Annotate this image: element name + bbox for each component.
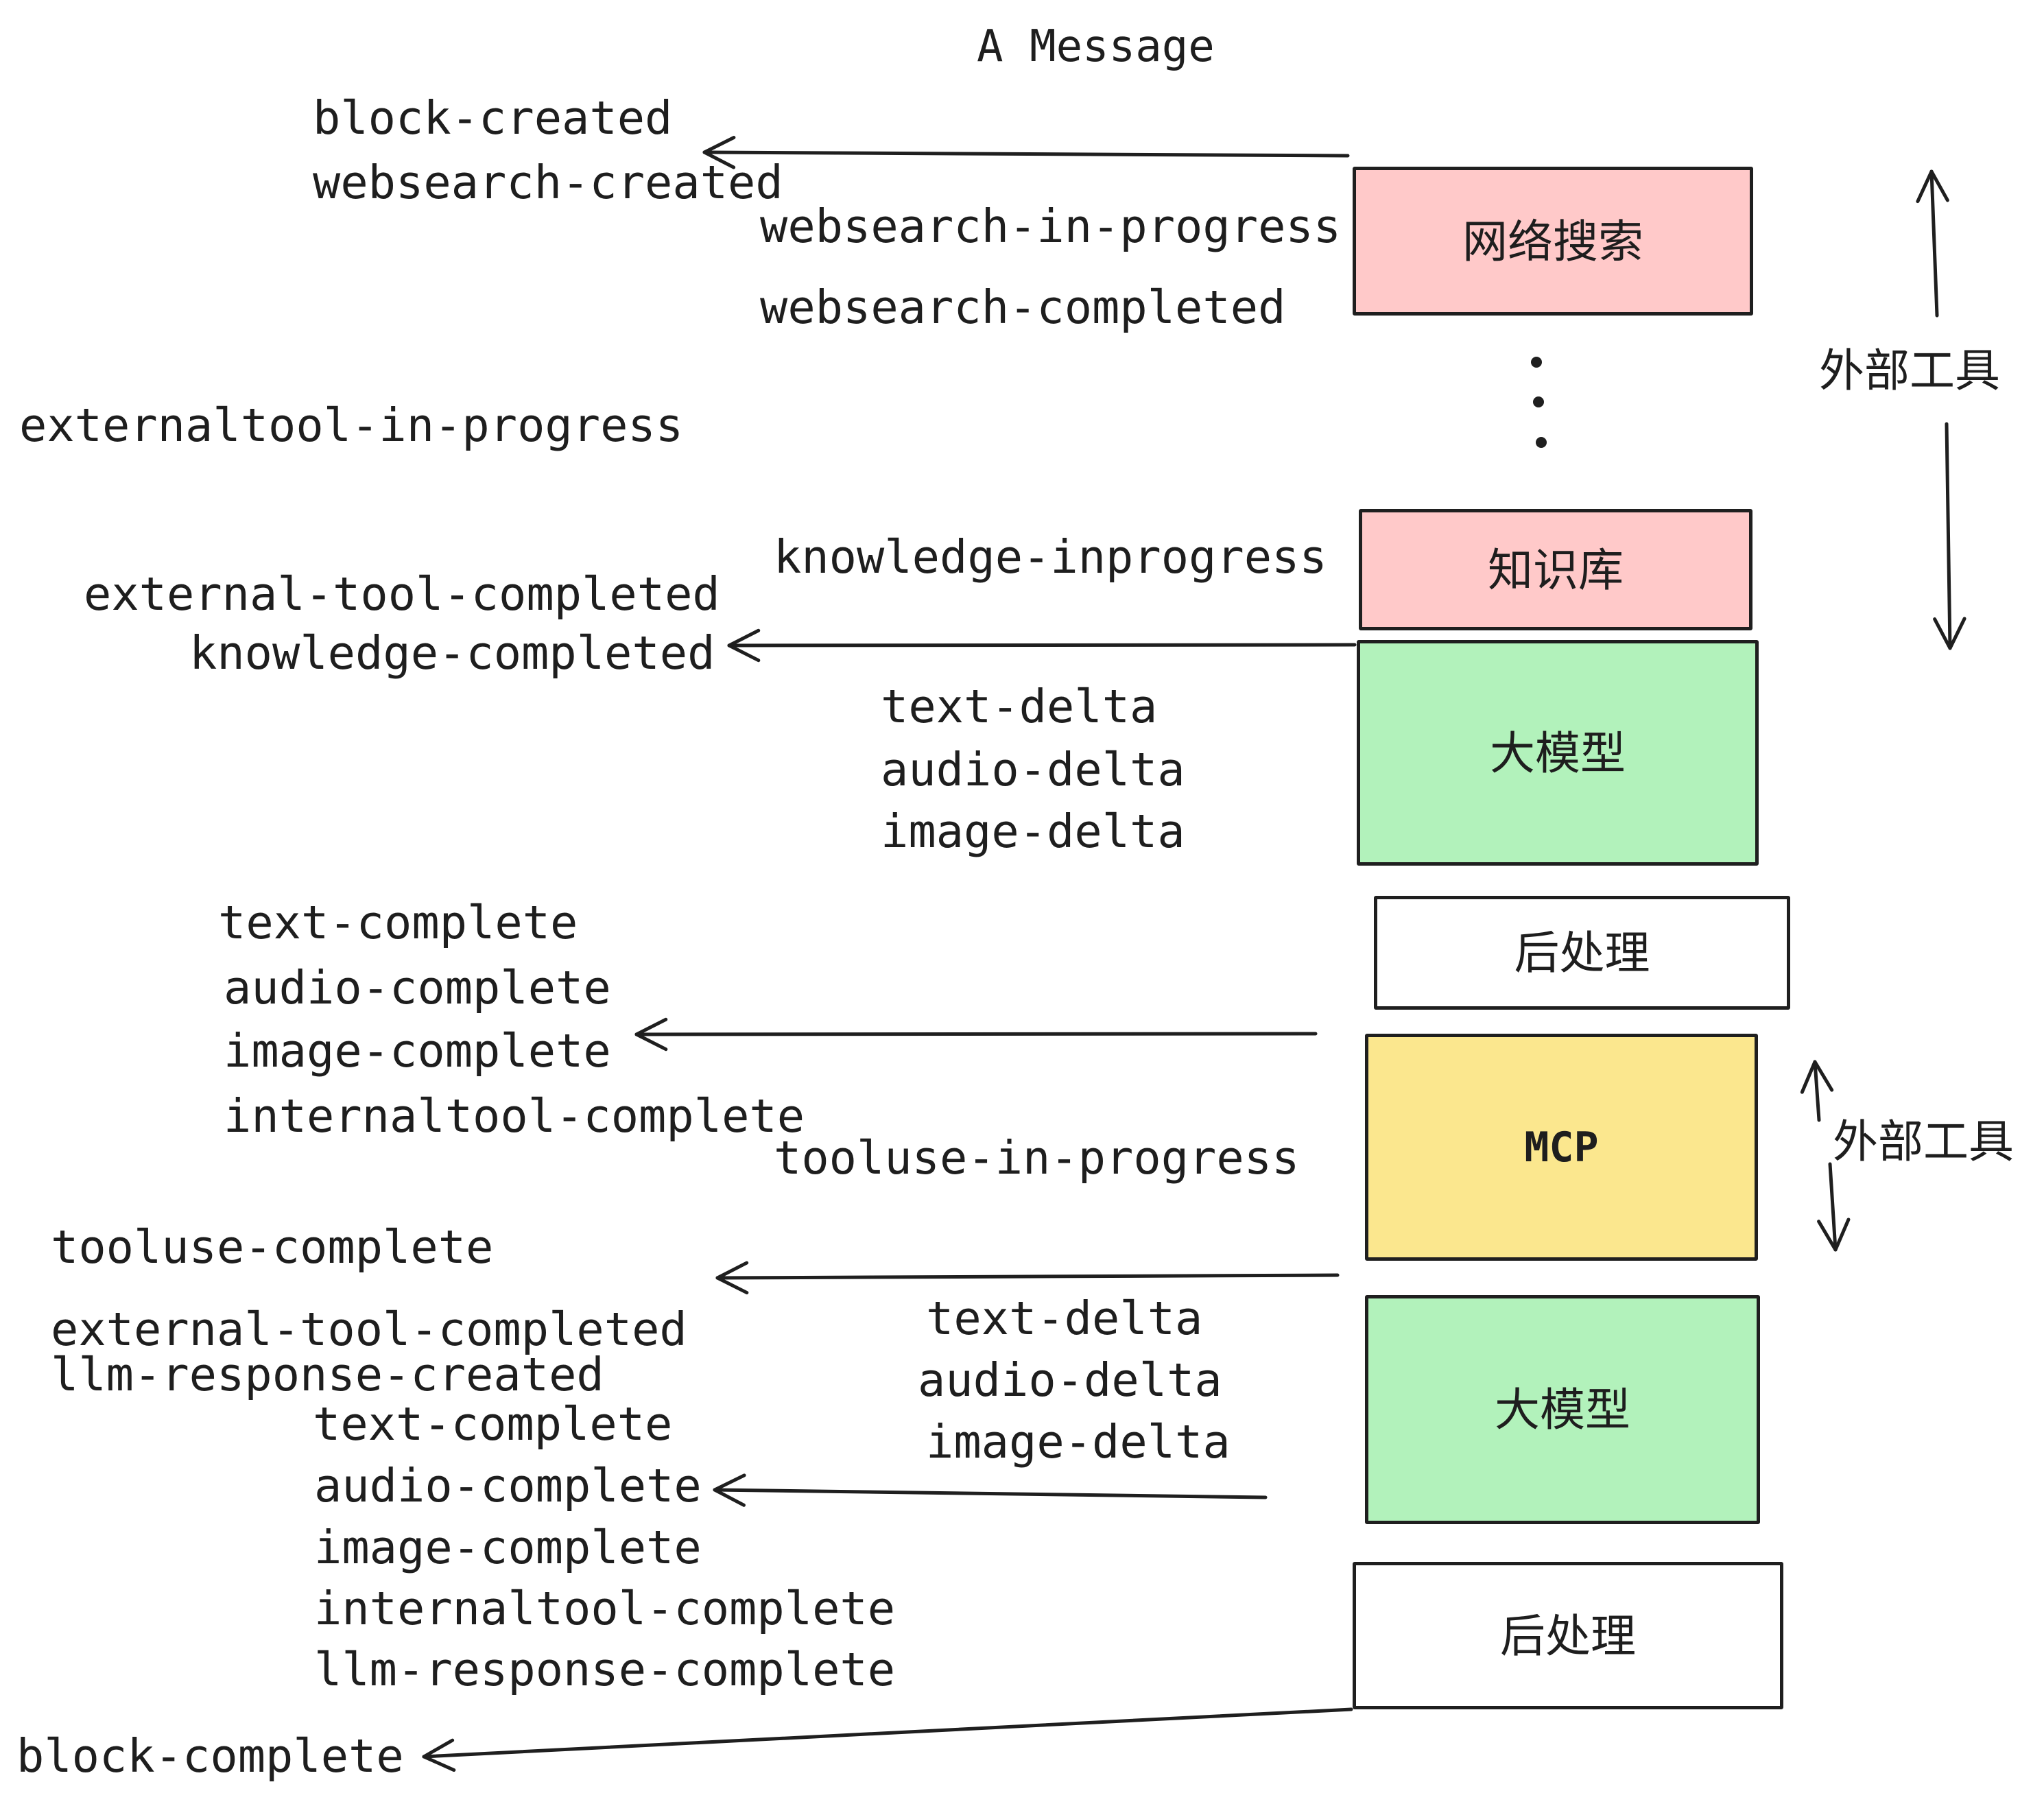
event-knowledge-inprogress: knowledge-inprogress (774, 530, 1327, 584)
event-internaltool-complete-1: internaltool-complete (224, 1089, 805, 1143)
arrow-to-audio-complete-2 (713, 1473, 1268, 1507)
event-external-tool-completed-2: external-tool-completed (51, 1303, 687, 1356)
box-llm-2-label: 大模型 (1495, 1384, 1630, 1435)
event-text-delta-1: text-delta (881, 680, 1158, 733)
ellipsis-dot-1 (1531, 357, 1542, 368)
event-llm-response-complete: llm-response-complete (314, 1643, 896, 1696)
arrow-to-block-complete (422, 1707, 1353, 1772)
arrow-external-tools-down-1 (1933, 422, 1966, 650)
event-websearch-created: websearch-created (313, 156, 783, 209)
event-external-tool-completed-1: external-tool-completed (84, 567, 720, 621)
arrow-external-tools-up-1 (1916, 169, 1949, 318)
event-image-complete-1: image-complete (224, 1024, 611, 1078)
box-post-1-label: 后处理 (1514, 927, 1650, 978)
side-label-external-tools-1: 外部工具 (1819, 345, 2000, 396)
event-audio-delta-2: audio-delta (918, 1353, 1222, 1407)
arrow-to-tooluse-complete (715, 1261, 1340, 1295)
arrow-to-image-complete (634, 1017, 1318, 1052)
event-block-complete: block-complete (16, 1729, 404, 1783)
event-image-complete-2: image-complete (314, 1521, 702, 1574)
box-llm-1-label: 大模型 (1490, 727, 1626, 779)
event-text-delta-2: text-delta (926, 1292, 1203, 1345)
event-image-delta-2: image-delta (926, 1415, 1231, 1469)
event-text-complete-2: text-complete (313, 1397, 673, 1451)
arrow-to-knowledge-completed (727, 628, 1357, 663)
box-websearch-label: 网络搜索 (1462, 215, 1643, 267)
ellipsis-dot-3 (1536, 437, 1547, 448)
event-audio-complete-2: audio-complete (314, 1459, 702, 1512)
event-audio-delta-1: audio-delta (881, 743, 1185, 796)
side-label-external-tools-2: 外部工具 (1833, 1116, 2014, 1167)
event-text-complete-1: text-complete (218, 896, 578, 949)
box-mcp-label: MCP (1524, 1123, 1599, 1172)
event-internaltool-complete-2: internaltool-complete (314, 1582, 896, 1635)
box-post-2-label: 后处理 (1500, 1610, 1636, 1661)
box-post-1: 后处理 (1374, 896, 1790, 1010)
arrow-external-tools-down-2 (1817, 1162, 1851, 1252)
box-knowledge-label: 知识库 (1488, 544, 1624, 595)
box-post-2: 后处理 (1353, 1562, 1783, 1709)
diagram-title: A Message (977, 21, 1215, 72)
arrow-to-block-created (702, 135, 1350, 169)
box-knowledge: 知识库 (1359, 509, 1752, 630)
event-llm-response-created: llm-response-created (51, 1348, 604, 1401)
event-tooluse-in-progress: tooluse-in-progress (774, 1131, 1300, 1185)
event-externaltool-in-progress: externaltool-in-progress (19, 399, 684, 452)
event-tooluse-complete: tooluse-complete (51, 1220, 494, 1274)
box-llm-2: 大模型 (1365, 1295, 1760, 1524)
event-block-created: block-created (313, 91, 673, 145)
box-websearch: 网络搜索 (1353, 167, 1753, 316)
event-websearch-in-progress: websearch-in-progress (760, 200, 1342, 253)
box-mcp: MCP (1365, 1034, 1758, 1261)
event-image-delta-1: image-delta (881, 805, 1185, 858)
event-knowledge-completed: knowledge-completed (189, 626, 715, 680)
arrow-external-tools-up-2 (1800, 1060, 1834, 1122)
box-llm-1: 大模型 (1357, 640, 1759, 866)
event-audio-complete-1: audio-complete (224, 961, 611, 1014)
ellipsis-dot-2 (1533, 396, 1544, 407)
event-websearch-completed: websearch-completed (760, 281, 1286, 334)
